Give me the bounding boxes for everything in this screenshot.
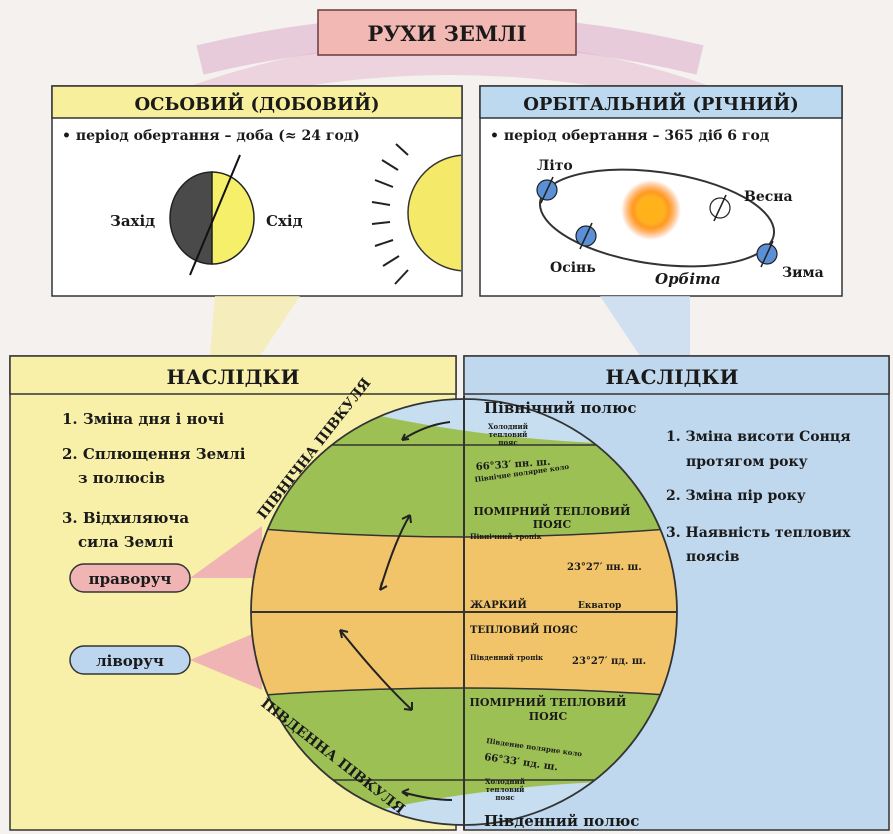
temperate-south-1: ПОМІРНИЙ ТЕПЛОВИЙ bbox=[470, 694, 627, 709]
connector-yellow bbox=[210, 296, 300, 356]
hot-zone: ТЕПЛОВИЙ ПОЯС bbox=[470, 623, 578, 636]
left-pill-label: ліворуч bbox=[96, 652, 164, 670]
hot-word: ЖАРКИЙ bbox=[470, 598, 527, 611]
tropic-north: Північний тропік bbox=[470, 532, 542, 541]
left-item-3: 3. Відхиляюча bbox=[62, 509, 189, 527]
axial-period: • період обертання – доба (≈ 24 год) bbox=[62, 128, 360, 144]
summer-label: Літо bbox=[537, 158, 573, 174]
axial-heading: ОСЬОВИЙ (ДОБОВИЙ) bbox=[134, 91, 379, 115]
autumn-label: Осінь bbox=[550, 260, 596, 276]
temperate-south-2: ПОЯС bbox=[529, 710, 568, 723]
left-item-1: 1. Зміна дня і ночі bbox=[62, 410, 225, 428]
temperate-north-2: ПОЯС bbox=[533, 518, 572, 531]
right-item-1b: протягом року bbox=[686, 454, 808, 470]
right-item-1: 1. Зміна висоти Сонця bbox=[666, 429, 851, 445]
south-pole-label: Південний полюс bbox=[484, 812, 639, 830]
left-item-2: 2. Сплющення Землі bbox=[62, 445, 246, 463]
tropic-south-degree: 23°27′ пд. ш. bbox=[572, 656, 646, 667]
left-heading: НАСЛІДКИ bbox=[166, 365, 299, 389]
right-item-3: 3. Наявність теплових bbox=[666, 525, 851, 541]
right-heading: НАСЛІДКИ bbox=[605, 365, 738, 389]
orbital-period: • період обертання – 365 діб 6 год bbox=[490, 128, 769, 144]
left-item-2b: з полюсів bbox=[78, 469, 165, 487]
right-pill-label: праворуч bbox=[89, 570, 172, 588]
right-item-3b: поясів bbox=[686, 549, 740, 565]
orbital-heading: ОРБІТАЛЬНИЙ (РІЧНИЙ) bbox=[523, 91, 799, 115]
equator-label: Екватор bbox=[578, 601, 621, 611]
winter-label: Зима bbox=[782, 265, 824, 281]
page-title: РУХИ ЗЕМЛІ bbox=[367, 21, 526, 46]
cold-zone-north-3: пояс bbox=[498, 438, 517, 447]
right-item-2: 2. Зміна пір року bbox=[666, 488, 806, 504]
left-item-3b: сила Землі bbox=[78, 533, 174, 551]
east-label: Схід bbox=[266, 212, 303, 230]
temperate-north-1: ПОМІРНИЙ ТЕПЛОВИЙ bbox=[474, 503, 631, 518]
cold-zone-south-3: пояс bbox=[495, 793, 514, 802]
tropic-south: Південний тропік bbox=[470, 653, 543, 662]
tropic-north-degree: 23°27′ пн. ш. bbox=[567, 562, 642, 573]
orbit-label: Орбіта bbox=[655, 270, 721, 288]
west-label: Захід bbox=[110, 212, 155, 230]
connector-blue bbox=[600, 296, 690, 356]
spring-label: Весна bbox=[744, 189, 793, 205]
north-pole-label: Північний полюс bbox=[484, 399, 636, 417]
